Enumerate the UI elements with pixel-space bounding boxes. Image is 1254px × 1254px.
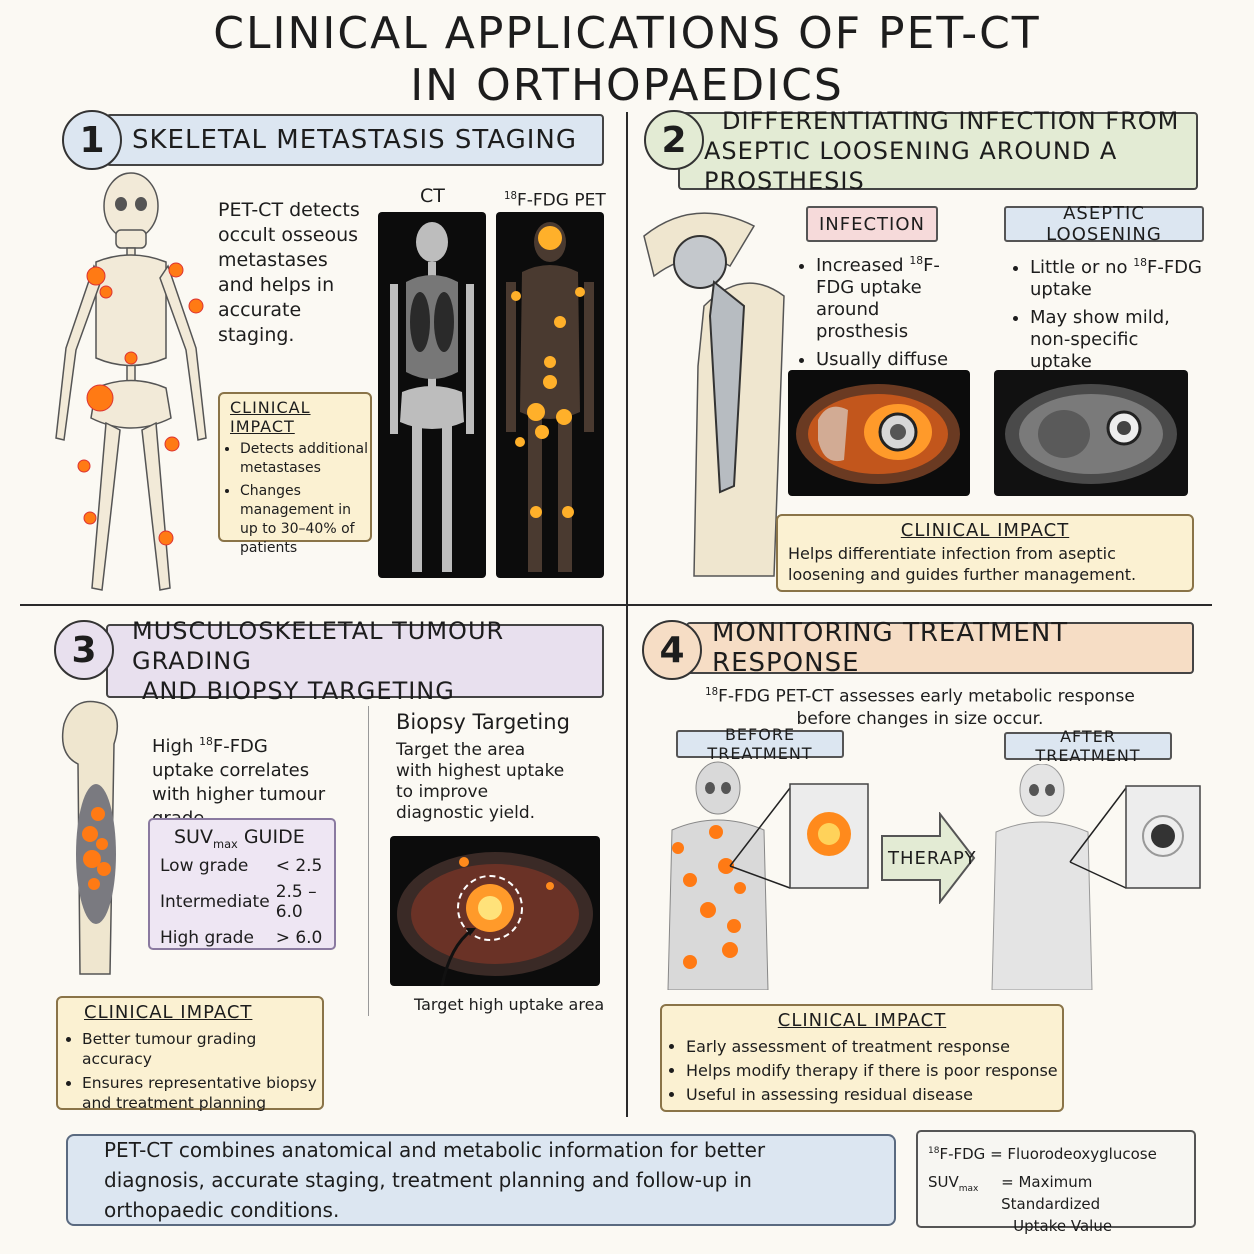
aseptic-scan-image [994,370,1188,496]
vertical-divider [626,112,628,1117]
aseptic-loosening-tag: ASEPTIC LOOSENING [1004,203,1204,245]
impact-item: Useful in assessing residual disease [686,1085,1062,1105]
impact-item: Early assessment of treatment response [686,1037,1062,1057]
summary-text: PET-CT combines anatomical and metabolic… [104,1138,766,1222]
infection-point: Increased 18F-FDG uptake around prosthes… [816,250,964,343]
pet-scan-image [496,212,604,578]
abbreviation-legend: 18F-FDG = Fluorodeoxyglucose SUVmax = Ma… [916,1130,1196,1235]
femur-tumour-illustration [61,700,119,975]
biopsy-description: Target the area with highest uptake to i… [396,740,565,823]
suv-guide-box: SUVmax GUIDE Low grade< 2.5 Intermediate… [148,818,336,950]
impact-item: Changes management in up to 30–40% of pa… [240,482,370,558]
section-number-4: 4 [642,620,702,680]
aseptic-point: May show mild, non-specific uptake [1030,307,1204,373]
suv-definition: SUVmax = Maximum Standardized Uptake Val… [928,1173,1113,1235]
impact-item: Detects additional metastases [240,440,370,478]
page-title: CLINICAL APPLICATIONS OF PET-CT IN ORTHO… [213,8,1041,111]
summary-box: PET-CT combines anatomical and metabolic… [66,1134,896,1226]
aseptic-point: Little or no 18F-FDG uptake [1030,252,1204,301]
after-treatment-tag: AFTER TREATMENT [1004,727,1172,765]
hip-prosthesis-illustration [643,212,785,577]
section-number-1: 1 [62,110,122,170]
section-2-banner: DIFFERENTIATING INFECTION FROM ASEPTIC L… [678,107,1198,195]
biopsy-scan-image [390,836,600,986]
section-1-description: PET-CT detects occult osseous metastases… [218,199,360,346]
section-4-clinical-impact: CLINICAL IMPACT Early assessment of trea… [660,1004,1064,1112]
section-3-clinical-impact: CLINICAL IMPACT Better tumour grading ac… [56,996,324,1113]
fdg-definition: 18F-FDG = Fluorodeoxyglucose [928,1145,1157,1163]
horizontal-divider [20,604,1212,606]
ct-scan-image [378,212,486,578]
section-3-banner: MUSCULOSKELETAL TUMOUR GRADING AND BIOPS… [106,617,604,705]
impact-item: Ensures representative biopsy and treatm… [82,1073,322,1113]
therapy-label: THERAPY [888,848,977,869]
section-2-clinical-impact: CLINICAL IMPACT Helps differentiate infe… [776,514,1194,592]
section-number-3: 3 [54,620,114,680]
infection-tag: INFECTION [806,206,938,242]
suv-row: Low grade< 2.5 [160,855,323,876]
section-3-inner-divider [368,706,369,1016]
skeleton-illustration [55,172,207,591]
pet-label: 18F-FDG PET [504,190,606,211]
section-1-clinical-impact: CLINICAL IMPACT Detects additional metas… [218,392,372,556]
biopsy-caption: Target high uptake area [414,995,605,1014]
section-number-2: 2 [644,110,704,170]
before-treatment-tag: BEFORE TREATMENT [676,725,844,763]
biopsy-title: Biopsy Targeting [396,710,570,734]
before-treatment-scan [667,761,869,990]
impact-item: Better tumour grading accuracy [82,1029,322,1069]
infection-scan-image [788,370,970,496]
after-treatment-scan [991,764,1201,990]
section-1-banner: SKELETAL METASTASIS STAGING [106,114,604,166]
therapy-arrow [881,812,976,904]
suv-guide-title: SUVmax GUIDE [174,826,305,851]
suv-row: High grade> 6.0 [160,927,323,948]
section-3-description: High 18F-FDG uptake correlates with high… [152,735,326,829]
ct-label: CT [420,185,445,207]
section-4-description: 18F-FDG PET-CT assesses early metabolic … [705,686,1135,729]
section-4-banner: MONITORING TREATMENT RESPONSE [686,618,1194,678]
aseptic-points: Little or no 18F-FDG uptake May show mil… [1008,252,1204,379]
infection-points: Increased 18F-FDG uptake around prosthes… [794,250,964,399]
impact-item: Helps modify therapy if there is poor re… [686,1061,1062,1081]
